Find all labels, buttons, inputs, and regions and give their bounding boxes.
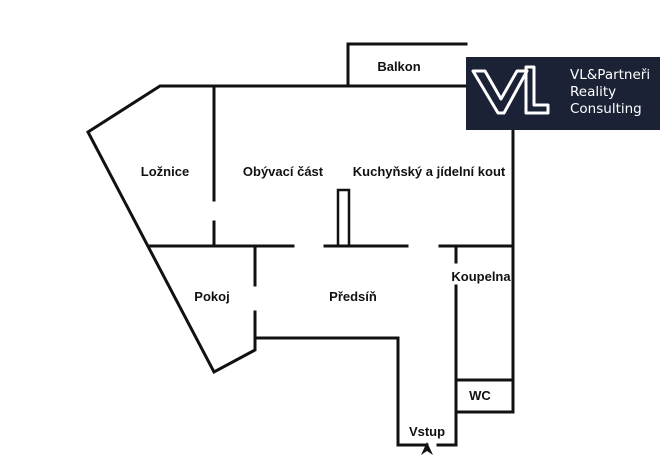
label-bedroom: Ložnice — [141, 164, 189, 179]
arrow-up-icon — [421, 442, 433, 455]
kitchen-partition — [336, 188, 351, 248]
label-hall: Předsíň — [329, 289, 377, 304]
label-balcony: Balkon — [377, 59, 420, 74]
label-living-area: Obývací část — [243, 164, 324, 179]
outer-wall-top-left — [86, 84, 470, 447]
balcony-wall — [346, 42, 468, 88]
monogram-l-outline — [524, 65, 550, 115]
walls — [86, 42, 515, 447]
room-labels: Balkon Ložnice Obývací část Kuchyňský a … — [141, 59, 512, 439]
monogram-v-outline — [471, 69, 529, 115]
logo-company-line-2: Reality — [570, 84, 617, 100]
label-room: Pokoj — [194, 289, 229, 304]
label-kitchen-dining: Kuchyňský a jídelní kout — [353, 164, 506, 179]
label-bathroom: Koupelna — [451, 269, 511, 284]
label-entrance: Vstup — [409, 424, 445, 439]
logo-company-line-3: Consulting — [570, 101, 642, 117]
logo-company-line-1: VL&Partneři — [570, 67, 651, 83]
label-wc: WC — [469, 388, 491, 403]
vl-monogram-logo — [471, 65, 550, 115]
company-logo: VL&Partneři Reality Consulting — [466, 57, 660, 130]
